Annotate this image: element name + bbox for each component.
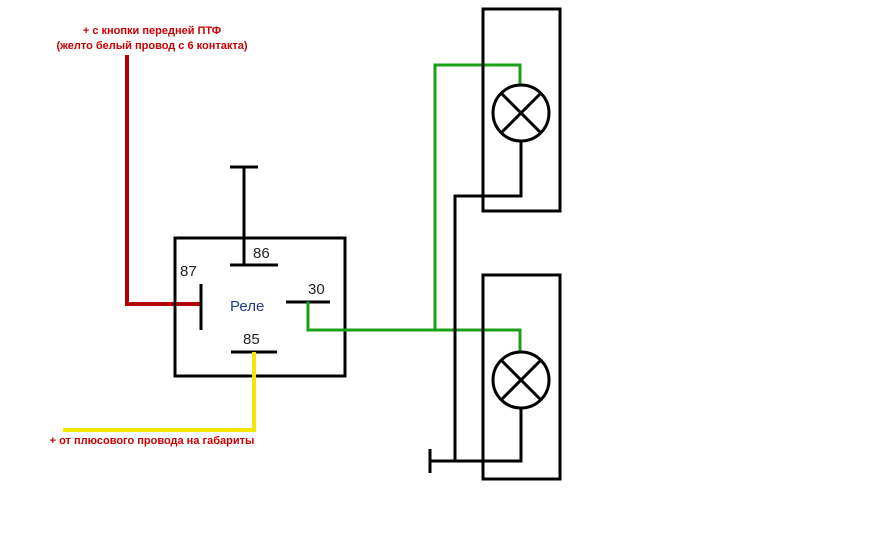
lamp-cross-icon xyxy=(491,350,551,410)
lower-headlight-housing xyxy=(481,273,562,481)
yellow-wire xyxy=(63,352,256,432)
relay-name: Реле xyxy=(230,298,264,315)
bottom-label: + от плюсового провода на габариты xyxy=(50,435,255,447)
green-wire-upper-lamp xyxy=(433,63,522,332)
upper-headlight-housing xyxy=(481,7,562,213)
top-label-line2: (желто белый провод с 6 контакта) xyxy=(56,40,247,52)
pin85-label: 85 xyxy=(243,331,260,348)
pin30-label: 30 xyxy=(308,281,325,298)
pin87-label: 87 xyxy=(180,263,197,280)
green-wire-lower-lamp xyxy=(433,328,522,351)
pin86-label: 86 xyxy=(253,245,270,262)
relay-box xyxy=(173,236,347,378)
top-label-line1: + с кнопки передней ПТФ xyxy=(83,25,221,37)
lamp-cross-icon xyxy=(491,83,551,143)
upper-lamp-ground-lead xyxy=(453,139,523,198)
green-wire-pin30 xyxy=(306,301,437,332)
lower-lamp-ground-lead xyxy=(453,406,523,463)
